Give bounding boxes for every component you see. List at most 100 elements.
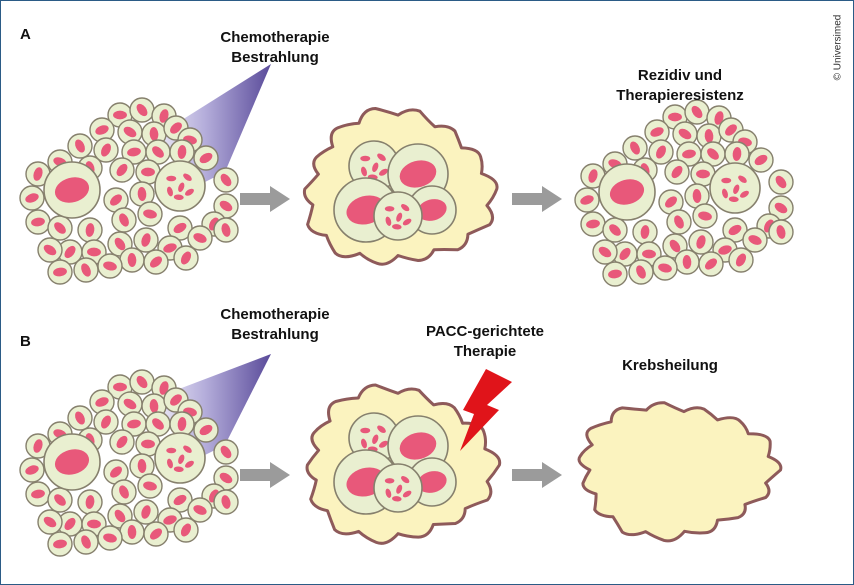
tumor-cell bbox=[213, 489, 239, 515]
tumor-cell bbox=[143, 249, 169, 275]
tumor-cell bbox=[632, 219, 658, 245]
pacc-blob-a-icon bbox=[302, 107, 499, 266]
tumor-cell bbox=[628, 259, 654, 285]
tumor-cell bbox=[47, 215, 73, 241]
tumor-cell bbox=[109, 429, 135, 455]
tumor-cell bbox=[111, 479, 137, 505]
tumor-cell bbox=[25, 209, 51, 235]
panel-label-b: B bbox=[20, 333, 31, 350]
copyright-notice: © Universimed bbox=[826, 14, 850, 84]
pacc-therapy-line-2: Therapie bbox=[453, 343, 517, 360]
tumor-cell bbox=[580, 163, 606, 189]
tumor-cell bbox=[676, 141, 702, 167]
tumor-cell bbox=[652, 255, 678, 281]
tumor-cell bbox=[574, 187, 600, 213]
tumor-cluster-before-icon bbox=[19, 369, 239, 557]
tumor-cell bbox=[602, 217, 628, 243]
tumor-cell bbox=[213, 217, 239, 243]
tumor-cell bbox=[117, 391, 143, 417]
treatment-line-2: Bestrahlung bbox=[231, 326, 319, 343]
tumor-cell bbox=[77, 489, 103, 515]
tumor-cell bbox=[193, 145, 219, 171]
relapse-line-2: Therapieresistenz bbox=[616, 87, 744, 104]
panel-label-a: A bbox=[20, 26, 31, 43]
treatment-arrow-icon bbox=[512, 462, 562, 488]
pacc-cell bbox=[154, 432, 206, 484]
treatment-line-1: Chemotherapie bbox=[220, 306, 330, 323]
tumor-cell bbox=[67, 405, 93, 431]
tumor-cell bbox=[73, 529, 99, 555]
pacc-blob-b-icon bbox=[305, 383, 502, 545]
treatment-label-b: Chemotherapie Bestrahlung bbox=[190, 305, 360, 345]
tumor-cell bbox=[129, 369, 155, 395]
tumor-cell bbox=[622, 135, 648, 161]
tumor-cell bbox=[143, 521, 169, 547]
tumor-cell bbox=[187, 225, 213, 251]
tumor-cell bbox=[664, 159, 690, 185]
tumor-cell bbox=[145, 139, 171, 165]
tumor-cluster-before-icon bbox=[19, 97, 239, 285]
tumor-cell bbox=[644, 119, 670, 145]
pacc-therapy-line-1: PACC-gerichtete bbox=[425, 323, 545, 340]
pacc-therapy-label: PACC-gerichtete Therapie bbox=[410, 322, 560, 362]
tumor-cell bbox=[97, 525, 123, 551]
relapse-label: Rezidiv und Therapieresistenz bbox=[600, 66, 760, 106]
tumor-cell bbox=[89, 117, 115, 143]
copyright-text: © Universimed bbox=[832, 14, 844, 81]
tumor-cell bbox=[129, 97, 155, 123]
tumor-cell bbox=[672, 121, 698, 147]
tumor-cell bbox=[47, 259, 73, 285]
tumor-cell bbox=[111, 207, 137, 233]
tumor-cell bbox=[698, 251, 724, 277]
tumor-cluster-relapse-icon bbox=[574, 99, 794, 287]
tumor-cell bbox=[658, 189, 684, 215]
pacc-cell bbox=[43, 433, 101, 491]
tumor-cell bbox=[119, 519, 145, 545]
tumor-cell bbox=[688, 229, 714, 255]
tumor-cell bbox=[666, 209, 692, 235]
tumor-cell bbox=[213, 439, 239, 465]
pacc-cell bbox=[348, 412, 400, 464]
lightning-bolt-icon bbox=[460, 369, 512, 451]
tumor-cell bbox=[648, 139, 674, 165]
tumor-cell bbox=[93, 409, 119, 435]
treatment-line-1: Chemotherapie bbox=[220, 29, 330, 46]
tumor-cell bbox=[57, 511, 83, 537]
pacc-cell bbox=[43, 161, 101, 219]
tumor-cell bbox=[145, 411, 171, 437]
tumor-cell bbox=[602, 261, 628, 287]
pacc-cell bbox=[598, 163, 656, 221]
tumor-cell bbox=[722, 217, 748, 243]
pacc-cell bbox=[373, 463, 423, 513]
pacc-cell bbox=[154, 160, 206, 212]
tumor-cell bbox=[728, 247, 754, 273]
tumor-cell bbox=[137, 473, 163, 499]
tumor-cell bbox=[768, 219, 794, 245]
tumor-cell bbox=[692, 203, 718, 229]
tumor-cell bbox=[592, 239, 618, 265]
treatment-label-a: Chemotherapie Bestrahlung bbox=[190, 28, 360, 68]
tumor-cell bbox=[119, 247, 145, 273]
tumor-cell bbox=[67, 133, 93, 159]
tumor-cell bbox=[73, 257, 99, 283]
tumor-cell bbox=[25, 481, 51, 507]
tumor-cell bbox=[748, 147, 774, 173]
pacc-cell bbox=[373, 191, 423, 241]
tumor-cell bbox=[700, 141, 726, 167]
tumor-cell bbox=[173, 517, 199, 543]
tumor-cell bbox=[193, 417, 219, 443]
empty-blob-cured-icon bbox=[577, 401, 783, 543]
relapse-line-1: Rezidiv und bbox=[637, 67, 723, 84]
tumor-cell bbox=[173, 245, 199, 271]
tumor-cell bbox=[37, 237, 63, 263]
tumor-cell bbox=[37, 509, 63, 535]
tumor-cell bbox=[137, 201, 163, 227]
tumor-cell bbox=[213, 167, 239, 193]
tumor-cell bbox=[684, 183, 710, 209]
tumor-cell bbox=[167, 487, 193, 513]
treatment-arrow-icon bbox=[240, 462, 290, 488]
treatment-arrow-icon bbox=[512, 186, 562, 212]
treatment-arrow-icon bbox=[240, 186, 290, 212]
